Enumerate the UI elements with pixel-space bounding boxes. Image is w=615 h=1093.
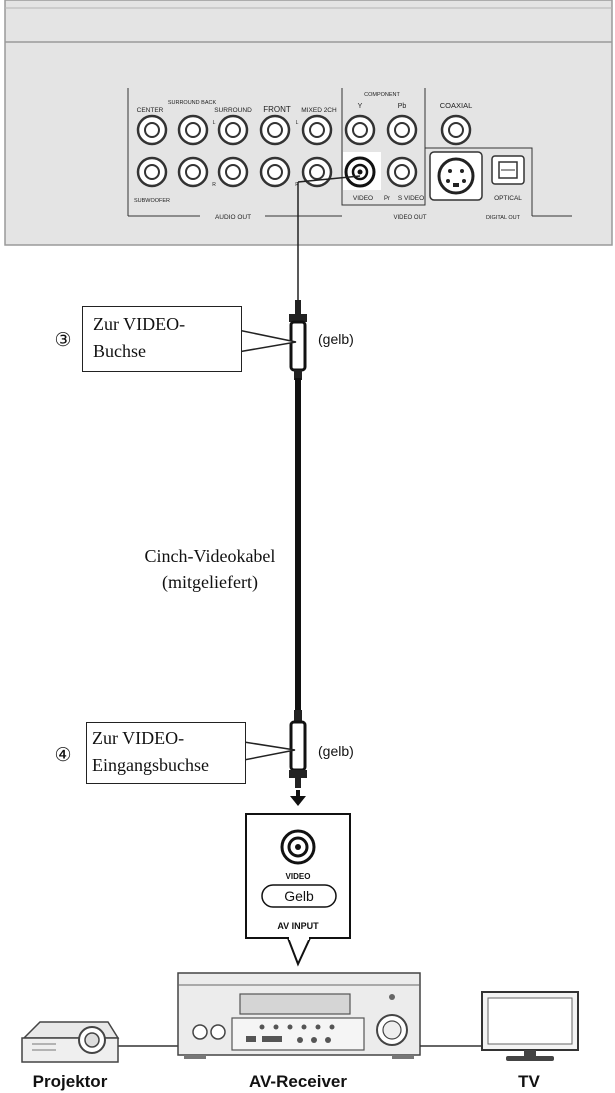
step-3-line1: Zur VIDEO- — [93, 314, 186, 334]
video-out-jack — [343, 152, 381, 190]
gelb-badge — [261, 884, 337, 908]
optical-jack — [491, 155, 525, 185]
cable-label-line1: Cinch-Videokabel — [145, 546, 276, 566]
cable-label-line2: (mitgeliefert) — [162, 572, 258, 593]
av-input-video-label: VIDEO — [286, 872, 311, 881]
av-receiver-device — [177, 972, 421, 1059]
label-component: COMPONENT — [364, 92, 400, 98]
av-input-title: AV INPUT — [277, 921, 319, 931]
label-surround: SURROUND — [214, 107, 252, 114]
s-video-jack — [429, 151, 483, 201]
label-digital-out: DIGITAL OUT — [486, 215, 521, 221]
label-subwoofer: SUBWOOFER — [134, 198, 170, 204]
label-pb: Pb — [398, 103, 407, 110]
av-input-color-label: Gelb — [284, 888, 314, 904]
player-rear-panel: CENTER SURROUND BACK SURROUND FRONT MIXE… — [4, 0, 613, 246]
callout-pointer-3 — [237, 329, 297, 353]
receiver-label: AV-Receiver — [249, 1072, 347, 1091]
label-center: CENTER — [137, 107, 164, 114]
projector-device — [21, 1021, 180, 1063]
step-3-number: ③ — [54, 330, 71, 351]
step-3-callout: Zur VIDEO- Buchse — [82, 306, 242, 372]
step-4-number: ④ — [54, 745, 71, 766]
arrow-down-icon — [290, 790, 306, 806]
label-s-video: S VIDEO — [398, 195, 424, 202]
step-4-color-note: (gelb) — [318, 743, 354, 759]
label-r-2: R — [295, 182, 299, 188]
projector-label: Projektor — [33, 1072, 108, 1091]
label-surround-back: SURROUND BACK — [168, 100, 217, 106]
component-jacks — [344, 114, 418, 188]
step-4-line1: Zur VIDEO- — [92, 728, 185, 748]
tv-label: TV — [518, 1072, 540, 1091]
label-video-out: VIDEO OUT — [393, 215, 426, 221]
step-3-color-note: (gelb) — [318, 331, 354, 347]
step-4-callout: Zur VIDEO- Eingangsbuchse — [86, 722, 246, 784]
top-rca-plug — [289, 300, 307, 380]
label-optical: OPTICAL — [494, 195, 522, 202]
label-audio-out: AUDIO OUT — [215, 214, 251, 221]
label-y: Y — [358, 103, 363, 110]
label-l-1: L — [213, 120, 216, 126]
step-4-line2: Eingangsbuchse — [92, 755, 209, 775]
tv-device — [481, 991, 579, 1061]
bottom-rca-plug — [289, 710, 307, 788]
label-r-1: R — [212, 182, 216, 188]
label-coaxial: COAXIAL — [440, 101, 473, 110]
av-input-box — [245, 813, 351, 967]
audio-jacks — [136, 114, 333, 188]
label-mixed-2ch: MIXED 2CH — [301, 107, 337, 114]
label-pr: Pr — [384, 196, 390, 202]
callout-pointer-4 — [243, 741, 296, 761]
label-front: FRONT — [263, 105, 291, 114]
label-l-2: L — [296, 120, 299, 126]
coaxial-jack — [440, 114, 472, 146]
label-video: VIDEO — [353, 195, 373, 202]
video-cable — [289, 175, 361, 806]
step-3-line2: Buchse — [93, 341, 146, 361]
